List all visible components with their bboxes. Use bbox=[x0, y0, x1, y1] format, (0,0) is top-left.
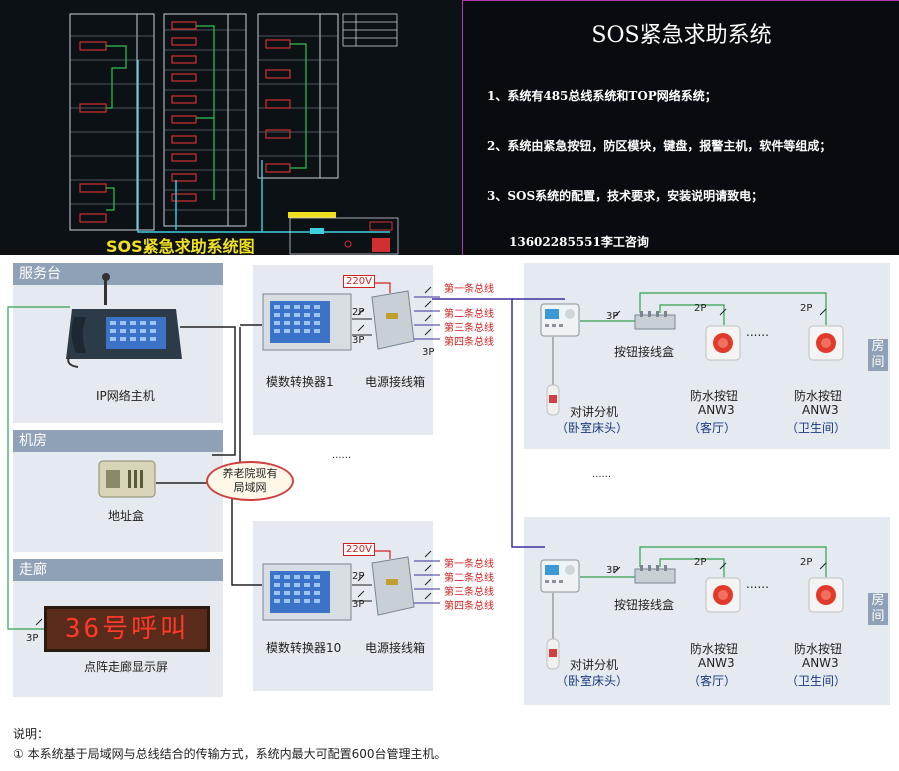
bus-4-label-b: 第四条总线 bbox=[444, 601, 494, 612]
voltage-badge-1: 220V bbox=[343, 275, 375, 288]
button-box-1-icon bbox=[634, 311, 676, 330]
button-box-1-label: 按钮接线盒 bbox=[614, 345, 675, 359]
room2-wire-2p-a: 2P bbox=[694, 557, 707, 568]
sos-info-panel: SOS紧急求助系统 1、系统有485总线系统和TOP网络系统； 2、系统由紧急按… bbox=[462, 0, 899, 255]
sos-line-3: 3、SOS系统的配置，技术要求，安装说明请致电； bbox=[487, 189, 764, 203]
converter-1-icon bbox=[262, 293, 352, 351]
bus-2-label-a: 第二条总线 bbox=[444, 309, 494, 320]
room2-dots: ...... bbox=[746, 577, 769, 591]
converter-1-label: 模数转换器1 bbox=[266, 375, 334, 389]
room1-wire-2p-a: 2P bbox=[694, 303, 707, 314]
button-box-2-label: 按钮接线盒 bbox=[614, 598, 675, 612]
intercom-2-sub: （卧室床头） bbox=[556, 674, 629, 688]
room1-anw-b-label: 防水按钮 bbox=[794, 389, 843, 403]
converter-10-icon bbox=[262, 563, 352, 621]
room2-anw-b-label: 防水按钮 bbox=[794, 642, 843, 656]
sos-line-1: 1、系统有485总线系统和TOP网络系统； bbox=[487, 89, 717, 103]
wiring-layer bbox=[7, 282, 827, 643]
intercom-2-icon bbox=[540, 559, 580, 593]
cad-caption: SOS紧急求助系统图 bbox=[106, 237, 255, 256]
room2-wire-2p-b: 2P bbox=[800, 557, 813, 568]
pull-cord-1-icon bbox=[546, 384, 560, 416]
zone-service-desk-title: 服务台 bbox=[13, 263, 223, 285]
waterproof-button-2b-icon bbox=[808, 577, 844, 613]
ip-host-label: IP网络主机 bbox=[96, 389, 155, 403]
room1-anw-b-location: （卫生间） bbox=[786, 421, 847, 435]
zone-corridor-title: 走廊 bbox=[13, 559, 223, 581]
room1-anw-a-model: ANW3 bbox=[698, 403, 735, 417]
bus-1-label-a: 第一条总线 bbox=[444, 284, 494, 295]
note-text: ① 本系统基于局域网与总线结合的传输方式，系统内最大可配置600台管理主机。 bbox=[13, 747, 447, 761]
wire-3p-10: 3P bbox=[352, 599, 365, 610]
bus-3-label-a: 第三条总线 bbox=[444, 323, 494, 334]
room1-wire-3p: 3P bbox=[606, 311, 619, 322]
sos-title: SOS紧急求助系统 bbox=[591, 23, 772, 48]
address-box-label: 地址盒 bbox=[108, 509, 145, 523]
power-box-1-label: 电源接线箱 bbox=[365, 375, 426, 389]
room2-anw-a-label: 防水按钮 bbox=[690, 642, 739, 656]
room1-tab: 房间 bbox=[868, 339, 888, 371]
converter-ellipsis: ...... bbox=[332, 450, 352, 461]
address-box-icon bbox=[98, 460, 156, 498]
network-label-line2: 局域网 bbox=[233, 481, 267, 494]
wire-2p-10: 2P bbox=[352, 571, 365, 582]
room2-anw-b-model: ANW3 bbox=[802, 656, 839, 670]
room1-anw-a-label: 防水按钮 bbox=[690, 389, 739, 403]
waterproof-button-2a-icon bbox=[705, 577, 741, 613]
room1-anw-a-location: （客厅） bbox=[688, 421, 737, 435]
wire-2p-1: 2P bbox=[352, 307, 365, 318]
bus-3-label-b: 第三条总线 bbox=[444, 587, 494, 598]
room-ellipsis: ...... bbox=[592, 469, 612, 480]
cad-yellow-bar bbox=[288, 212, 336, 218]
sos-contact: 13602285551李工咨询 bbox=[509, 235, 649, 249]
pull-cord-2-icon bbox=[546, 638, 560, 670]
intercom-1-sub: （卧室床头） bbox=[556, 421, 629, 435]
network-ellipse: 养老院现有 局域网 bbox=[206, 461, 294, 501]
waterproof-button-1a-icon bbox=[705, 325, 741, 361]
voltage-badge-10: 220V bbox=[343, 543, 375, 556]
cad-schematic bbox=[69, 13, 399, 255]
wire-3p-1: 3P bbox=[352, 335, 365, 346]
led-display-label: 点阵走廊显示屏 bbox=[84, 660, 169, 674]
room2-wire-3p: 3P bbox=[606, 565, 619, 576]
room2-anw-b-location: （卫生间） bbox=[786, 674, 847, 688]
intercom-1-label: 对讲分机 bbox=[570, 405, 619, 419]
room1-anw-b-model: ANW3 bbox=[802, 403, 839, 417]
led-display: 36号呼叫 bbox=[44, 606, 210, 652]
power-box-10-icon bbox=[371, 556, 415, 616]
corridor-wire-3p: 3P bbox=[26, 633, 39, 644]
button-box-2-icon bbox=[634, 565, 676, 584]
sos-line-2: 2、系统由紧急按钮，防区模块，键盘，报警主机，软件等组成； bbox=[487, 139, 832, 153]
bus-2-label-b: 第二条总线 bbox=[444, 573, 494, 584]
room2-tab: 房间 bbox=[868, 593, 888, 625]
room1-dots: ...... bbox=[746, 325, 769, 339]
room2-anw-a-model: ANW3 bbox=[698, 656, 735, 670]
network-label-line1: 养老院现有 bbox=[222, 467, 278, 480]
room1-wire-2p-b: 2P bbox=[800, 303, 813, 314]
waterproof-button-1b-icon bbox=[808, 325, 844, 361]
power-box-1-icon bbox=[371, 290, 415, 350]
power-box-10-label: 电源接线箱 bbox=[365, 641, 426, 655]
note-title: 说明： bbox=[13, 727, 50, 741]
bus-4-label-a: 第四条总线 bbox=[444, 337, 494, 348]
cad-drawing-panel: SOS紧急求助系统图 bbox=[0, 0, 462, 256]
led-display-text: 36号呼叫 bbox=[64, 614, 190, 644]
intercom-1-icon bbox=[540, 303, 580, 337]
system-diagram: 服务台 机房 走廊 bbox=[0, 255, 899, 771]
intercom-2-label: 对讲分机 bbox=[570, 658, 619, 672]
bus-1-label-b: 第一条总线 bbox=[444, 559, 494, 570]
converter-10-label: 模数转换器10 bbox=[266, 641, 342, 655]
zone-machine-room-title: 机房 bbox=[13, 430, 223, 452]
ip-host-icon bbox=[66, 273, 182, 368]
wire-3p-1b: 3P bbox=[422, 347, 435, 358]
room2-anw-a-location: （客厅） bbox=[688, 674, 737, 688]
